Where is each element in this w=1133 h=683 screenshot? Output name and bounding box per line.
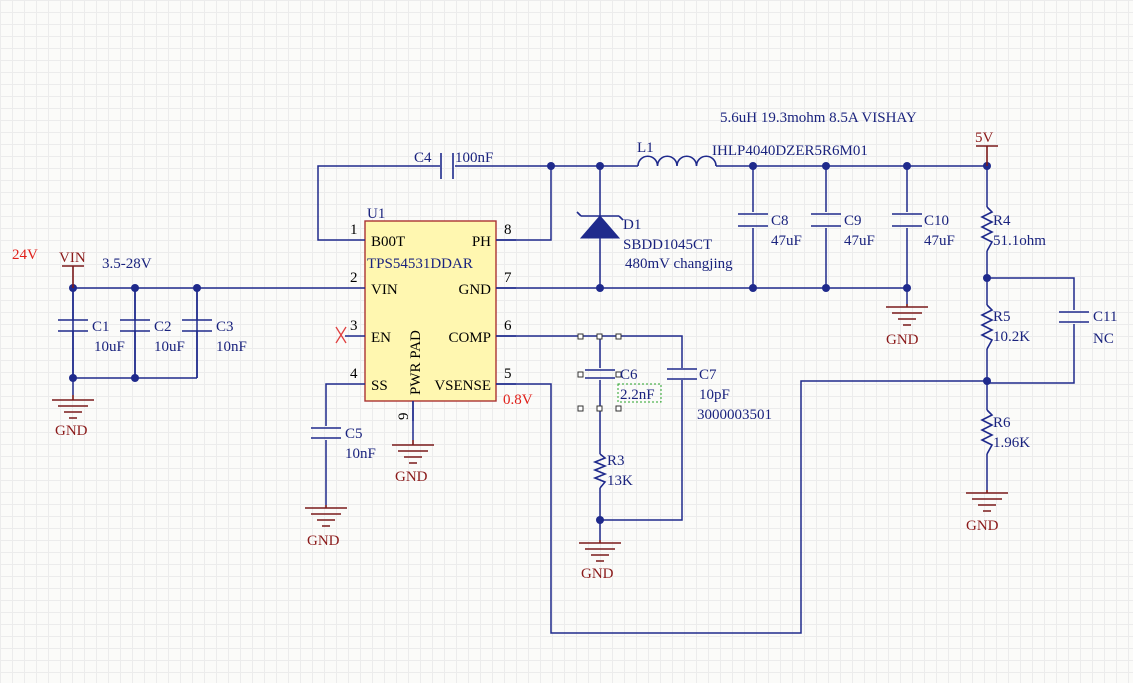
pin-vsense-name: VSENSE bbox=[434, 378, 491, 394]
resistor-r6[interactable] bbox=[980, 409, 994, 455]
pin-vin-num: 2 bbox=[350, 270, 358, 286]
pin-vsense-num: 5 bbox=[504, 366, 512, 382]
c10-value: 47uF bbox=[924, 233, 955, 249]
wires bbox=[72, 165, 1075, 634]
c11-value: NC bbox=[1093, 331, 1114, 347]
capacitor-c5[interactable] bbox=[311, 427, 341, 439]
capacitor-c10[interactable] bbox=[892, 213, 922, 227]
c8-value: 47uF bbox=[771, 233, 802, 249]
c2-ref: C2 bbox=[154, 319, 172, 335]
pin-ss-name: SS bbox=[371, 378, 388, 394]
pin-en-num: 3 bbox=[350, 318, 358, 334]
pin-comp-num: 6 bbox=[504, 318, 512, 334]
l1-description: 5.6uH 19.3mohm 8.5A VISHAY bbox=[720, 110, 917, 126]
r3-value: 13K bbox=[607, 473, 633, 489]
l1-ref: L1 bbox=[637, 140, 654, 156]
pin-boot-name: B00T bbox=[371, 234, 405, 250]
d1-ref: D1 bbox=[623, 217, 641, 233]
c4-value: 100nF bbox=[455, 150, 493, 166]
u1-ic[interactable] bbox=[335, 220, 516, 421]
c7-value: 10pF bbox=[699, 387, 730, 403]
c5-ref: C5 bbox=[345, 426, 363, 442]
r6-ref: R6 bbox=[993, 415, 1011, 431]
pin-pad-num: 9 bbox=[396, 413, 412, 421]
pin-pad-name: PWR PAD bbox=[408, 330, 424, 395]
c8-ref: C8 bbox=[771, 213, 789, 229]
c3-value: 10nF bbox=[216, 339, 247, 355]
c10-ref: C10 bbox=[924, 213, 949, 229]
pin-en-name: EN bbox=[371, 330, 391, 346]
resistor-r5[interactable] bbox=[980, 304, 994, 350]
d1-part-number: SBDD1045CT bbox=[623, 237, 712, 253]
ground-icon bbox=[886, 304, 928, 326]
capacitor-c11[interactable] bbox=[1059, 311, 1089, 323]
r5-ref: R5 bbox=[993, 309, 1011, 325]
ground-icon bbox=[52, 395, 94, 419]
r5-value: 10.2K bbox=[993, 329, 1030, 345]
c7-ref: C7 bbox=[699, 367, 717, 383]
d1-description: 480mV changjing bbox=[625, 256, 733, 272]
capacitor-c8[interactable] bbox=[738, 213, 768, 227]
capacitor-c3[interactable] bbox=[182, 288, 212, 378]
pin-ph-num: 8 bbox=[504, 222, 512, 238]
power-port-5v bbox=[976, 145, 998, 166]
c9-ref: C9 bbox=[844, 213, 862, 229]
c5-value: 10nF bbox=[345, 446, 376, 462]
ground-icon bbox=[392, 440, 434, 464]
c9-value: 47uF bbox=[844, 233, 875, 249]
u1-part: TPS54531DDAR bbox=[367, 256, 473, 272]
pin-boot-num: 1 bbox=[350, 222, 358, 238]
c3-ref: C3 bbox=[216, 319, 234, 335]
c1-value: 10uF bbox=[94, 339, 125, 355]
pin-vin-name: VIN bbox=[371, 282, 398, 298]
c4-ref: C4 bbox=[414, 150, 432, 166]
ground-icon bbox=[966, 490, 1008, 512]
c7-part-number: 3000003501 bbox=[697, 407, 772, 423]
c11-ref: C11 bbox=[1093, 309, 1117, 325]
r3-ref: R3 bbox=[607, 453, 625, 469]
input-voltage-note: 24V bbox=[12, 247, 38, 263]
gnd-label: GND bbox=[886, 332, 919, 348]
diode-d1[interactable] bbox=[576, 211, 624, 239]
c6-ref: C6 bbox=[620, 367, 638, 383]
pin-ss-num: 4 bbox=[350, 366, 358, 382]
vin-port-label: VIN bbox=[59, 250, 86, 266]
pin-comp-name: COMP bbox=[448, 330, 491, 346]
gnd-label: GND bbox=[55, 423, 88, 439]
pin-gnd-num: 7 bbox=[504, 270, 512, 286]
vsense-note: 0.8V bbox=[503, 392, 533, 408]
gnd-label: GND bbox=[581, 566, 614, 582]
c2-value: 10uF bbox=[154, 339, 185, 355]
c1-ref: C1 bbox=[92, 319, 110, 335]
gnd-label: GND bbox=[966, 518, 999, 534]
resistor-r4[interactable] bbox=[980, 206, 994, 252]
resistor-r3[interactable] bbox=[592, 453, 608, 489]
l1-part-number: IHLP4040DZER5R6M01 bbox=[712, 143, 868, 159]
ground-icon bbox=[579, 540, 621, 562]
vin-range-label: 3.5-28V bbox=[102, 256, 152, 272]
pin-gnd-name: GND bbox=[459, 282, 492, 298]
r6-value: 1.96K bbox=[993, 435, 1030, 451]
r4-value: 51.1ohm bbox=[993, 233, 1046, 249]
pin-ph-name: PH bbox=[472, 234, 491, 250]
output-port-label: 5V bbox=[975, 130, 994, 146]
capacitor-c1[interactable] bbox=[58, 288, 88, 378]
capacitor-c6[interactable] bbox=[577, 333, 662, 412]
capacitor-c4[interactable] bbox=[440, 153, 454, 179]
inductor-l1[interactable] bbox=[637, 155, 717, 167]
no-connect-mark bbox=[335, 326, 347, 344]
capacitor-c9[interactable] bbox=[811, 213, 841, 227]
gnd-label: GND bbox=[307, 533, 340, 549]
capacitor-c2[interactable] bbox=[120, 288, 150, 378]
u1-ref: U1 bbox=[367, 206, 385, 222]
ground-icon bbox=[305, 505, 347, 527]
c6-value: 2.2nF bbox=[620, 387, 655, 403]
capacitor-c7[interactable] bbox=[667, 368, 697, 380]
r4-ref: R4 bbox=[993, 213, 1011, 229]
gnd-label: GND bbox=[395, 469, 428, 485]
power-port-vin bbox=[62, 265, 84, 288]
